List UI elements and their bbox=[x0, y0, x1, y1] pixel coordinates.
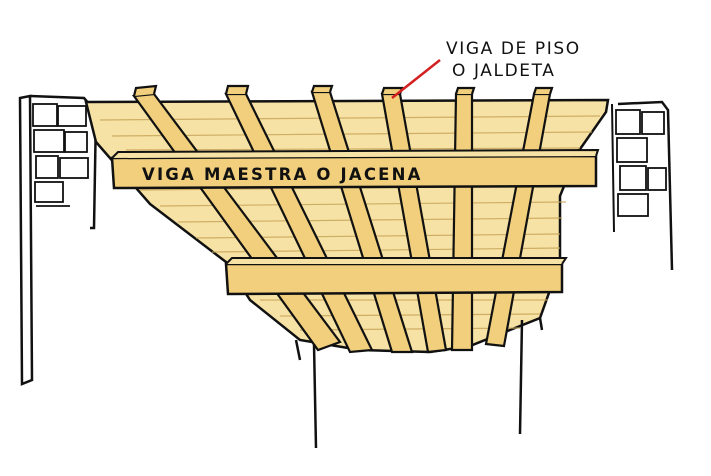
joist-5 bbox=[450, 92, 474, 352]
left-stone-wall bbox=[18, 94, 98, 386]
floor-beam-label-line1: VIGA DE PISO bbox=[446, 39, 581, 59]
right-stone-wall bbox=[611, 100, 674, 271]
main-beam-lower bbox=[224, 257, 568, 296]
support-pillars bbox=[294, 317, 544, 449]
floor-beam-label-line2: O JALDETA bbox=[452, 61, 556, 81]
main-beam-upper bbox=[110, 148, 600, 190]
callout-line bbox=[391, 59, 441, 99]
main-beam-label: VIGA MAESTRA O JACENA bbox=[142, 165, 423, 184]
